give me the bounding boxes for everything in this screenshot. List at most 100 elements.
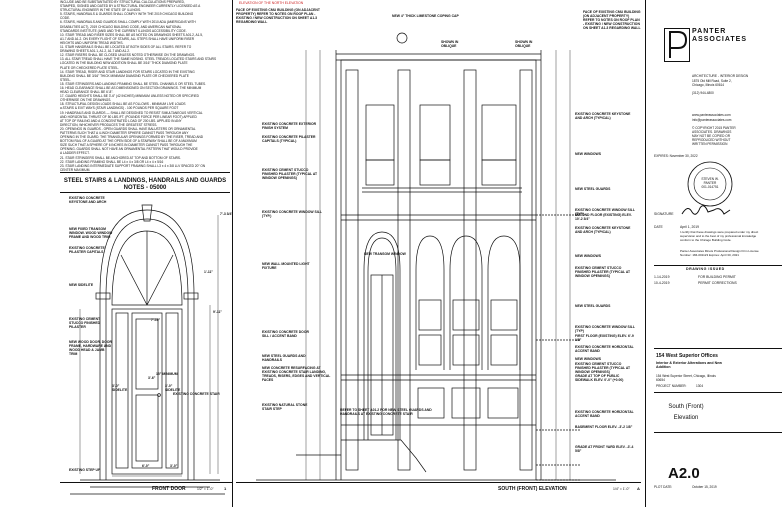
note-line: DIRECTION, WHICHEVER PRODUCES THE GREATE… — [60, 122, 158, 127]
note-line: 17. GUARD HEIGHTS SHALL BE 3'-6" (42 INC… — [60, 94, 199, 99]
stair-notes: INCLUDE AND BE SUBSTANTIATED BY STRUCTUR… — [60, 0, 228, 175]
note-line: OPENING IN THE GUARD. THE TRIANGULAR OPE… — [60, 135, 204, 140]
note-line: HEAD CLEARANCE SHALL BE 6'-8". — [60, 90, 114, 95]
elev-label-capitals: EXISTING CONCRETE PILASTER CAPITALS (TYP… — [262, 135, 316, 143]
elev-label-cmu-right: FACE OF EXISTING CMU BUILDING (ON ADJACE… — [583, 10, 641, 30]
elev-footer-line — [236, 482, 641, 483]
note-line: BUILDING SHALL BE 3/16" THICK MINIMUM DI… — [60, 73, 189, 78]
firm-email: info@panterassociates.com — [692, 118, 732, 122]
elev-number: A — [637, 486, 640, 491]
project-number: 1304 — [696, 384, 704, 388]
note-line: AND HORIZONTAL THRUST OF 50 LBS./FT. (PO… — [60, 114, 197, 119]
elev-label-basement: BASEMENT FLOOR ELEV. -3'-2 1/8" — [575, 425, 633, 429]
fd-dim-overall: 9'-11" — [213, 310, 223, 314]
fd-label-pilaster: EXISTING CEMENT STUCCO FINISHED PILASTER — [69, 317, 101, 329]
copyright: © COPYRIGHT 2015 PANTER ASSOCIATES. DRAW… — [692, 126, 736, 146]
note-line: STANDARDS INSTITUTE (ANSI AND THE CURREN… — [60, 28, 187, 33]
sheet-number: A2.0 — [668, 465, 700, 482]
title-block: PANTER ASSOCIATES ARCHITECTURE - INTERIO… — [645, 0, 784, 507]
elev-label-keystone-top: EXISTING CONCRETE KEYSTONE AND ARCH (TYP… — [575, 112, 631, 120]
elev-label-windows-low: NEW WINDOWS — [575, 357, 601, 361]
elev-label-band-mid: EXISTING CONCRETE HORIZONTAL ACCENT BAND — [575, 345, 634, 353]
fd-dim-arch: 7'-3 3/4" — [220, 212, 233, 216]
elev-label-refer-sheet: REFER TO SHEET A01.2 FOR NEW STEEL GUARD… — [340, 408, 432, 416]
elev-label-band-low: EXISTING CONCRETE HORIZONTAL ACCENT BAND — [575, 410, 634, 418]
note-line: OPENING. GUARDS SHALL NOT HAVE AN ORNAME… — [60, 147, 198, 152]
elev-label-keystone-mid: EXISTING CONCRETE KEYSTONE AND ARCH (TYP… — [575, 226, 631, 234]
note-line: 10. STAIR TREAD AND RISER SIZES SHALL BE… — [60, 32, 203, 37]
fd-label-capitals: EXISTING CONCRETE PILASTER CAPITALS — [69, 246, 105, 254]
note-line: 6. STAIRS, HANDRAILS AND GUARDS SHALL CO… — [60, 20, 196, 25]
note-line: STEEL. — [60, 77, 71, 82]
issued-date-1: 1-14-2019 — [654, 275, 670, 279]
issued-header: DRAWING ISSUED — [686, 267, 725, 271]
license-expires: EXPIRES: November 30, 2022 — [654, 154, 698, 158]
note-line: A LADDER EFFECT. — [60, 151, 90, 156]
fd-dim-sidelite-right: 3'-0" SIDELITE — [165, 384, 181, 392]
firm-name: PANTER ASSOCIATES — [692, 28, 747, 43]
notes-title: STEEL STAIRS & LANDINGS, HANDRAILS AND G… — [63, 178, 227, 191]
date-value: April 1, 2019 — [680, 225, 700, 229]
note-line: 20. OPENINGS IN GUARDS - OPEN GUARDS SHA… — [60, 126, 196, 131]
elev-label-first-floor: FIRST FLOOR (EXISTING) ELEV. 6'-9 1/8" — [575, 334, 634, 342]
elev-label-windows-top: NEW WINDOWS — [575, 152, 601, 156]
notes-divider-2 — [60, 192, 230, 193]
signature-label: SIGNATURE — [654, 212, 674, 216]
note-line: BOTTOM RAIL OF A GUARD AT THE OPEN SIDE … — [60, 139, 197, 144]
note-line: SIZE SUCH THAT A SPHERE OF 6 INCHES IN D… — [60, 143, 193, 148]
project-address: 154 West Superior Street, Chicago, Illin… — [656, 374, 716, 382]
fd-number: 1 — [224, 486, 227, 491]
issued-divider — [654, 265, 782, 266]
front-door-drawing — [70, 204, 225, 495]
elev-top-note: ELEVATION OF THE NORTH ELEVATION — [239, 1, 304, 5]
note-line: 19. HANDRAILS AND GUARDS — SHALL BE DESI… — [60, 110, 203, 115]
note-line: LOCATED IN THE BUILDING NEW ADDITION SHA… — [60, 61, 188, 66]
firm-phone: (312) 944-4800 — [692, 91, 714, 95]
firm-subtitle: ARCHITECTURE - INTERIOR DESIGN — [692, 74, 749, 78]
fd-label-sidelite: NEW SIDELITE — [69, 283, 94, 287]
note-line: STRUCTURAL ENGINEER IN THE STATE OF ILLI… — [60, 8, 141, 13]
plot-date: October 15, 2019 — [692, 485, 717, 489]
seal-name: STEVEN W. PANTER — [701, 177, 719, 185]
sheet-title-divider — [654, 392, 782, 393]
note-line: 11. STAIR HANDRAILS SHALL BE LOCATED AT … — [60, 45, 192, 50]
fd-footer-line — [60, 482, 232, 483]
project-number-label: PROJECT NUMBER: — [656, 384, 687, 388]
note-line: 5. STAIRS, HANDRAILS & GUARDS SHALL COMP… — [60, 12, 194, 17]
fd-dim-minimum: 15" MINIMUM — [156, 372, 178, 376]
elev-label-resurfacing: NEW CONCRETE RESURFACING AT EXISTING CON… — [262, 366, 331, 382]
date-label: DATE — [654, 225, 663, 229]
issued-date-2: 10-4-2019 — [654, 281, 670, 285]
elev-shown-oblique-1: SHOWN IN OBLIQUE — [441, 40, 459, 48]
elev-label-cmu-left: FACE OF EXISTING CMU BUILDING (ON ADJACE… — [236, 8, 320, 24]
note-line: 22. STAIR LANDING FRAMING SHALL BE L4 x … — [60, 159, 164, 164]
certification: I certify that these drawings were prepa… — [680, 230, 759, 242]
elev-label-sill: EXISTING CONCRETE WINDOW SILL (TYP.) — [262, 210, 322, 218]
note-line: 23. STAIR LANDING INTERMEDIATE SUPPORT F… — [60, 163, 206, 168]
south-elevation-drawing — [256, 32, 616, 481]
elev-label-pilaster-low: EXISTING CEMENT STUCCO FINISHED PILASTER… — [575, 362, 631, 374]
fd-title: FRONT DOOR — [152, 486, 186, 492]
elev-label-guards-top: NEW STEEL GUARDS — [575, 187, 611, 191]
fd-label-keystone: EXISTING CONCRETE KEYSTONE AND ARCH — [69, 196, 107, 204]
fd-label-door: NEW WOOD DOOR, DOOR FRAME, HARDWARE AND … — [69, 340, 112, 356]
fd-dim-door-width: 3'-6" — [148, 376, 156, 380]
note-line: DRAWING SHEETS A01.1, A1.2, A1.7 AND A1.… — [60, 49, 130, 54]
note-line: PATTERNS SUCH THAT A 4-INCH DIAMETER SPH… — [60, 131, 189, 135]
elev-scale: 1/4" = 1'-0" — [613, 487, 630, 491]
elev-label-coping: NEW 4" THICK LIMESTONE COPING CAP — [392, 14, 459, 18]
signature — [681, 205, 731, 215]
sheet-title: South (Front) Elevation — [668, 404, 704, 421]
note-line: CENTER MAXIMUM. — [60, 167, 91, 172]
note-line: OTHERWISE ON THE DRAWINGS. — [60, 98, 112, 103]
elev-label-light: NEW WALL MOUNTED LIGHT FIXTURE — [262, 262, 310, 270]
note-line: DISABILITIES ACT), 2019 CHICAGO BUILDING… — [60, 24, 182, 29]
elev-label-transom: NEW TRANSOM WINDOW — [364, 252, 406, 256]
firm-license: Panter Associates Illinois Professional … — [680, 249, 759, 257]
plot-date-label: PLOT DATE: — [654, 485, 673, 489]
elev-shown-oblique-2: SHOWN IN OBLIQUE — [515, 40, 533, 48]
project-divider — [654, 348, 782, 349]
fd-dim-stair-2: 3'-0" — [170, 464, 178, 468]
project-name: 154 West Superior Offices — [656, 353, 718, 359]
